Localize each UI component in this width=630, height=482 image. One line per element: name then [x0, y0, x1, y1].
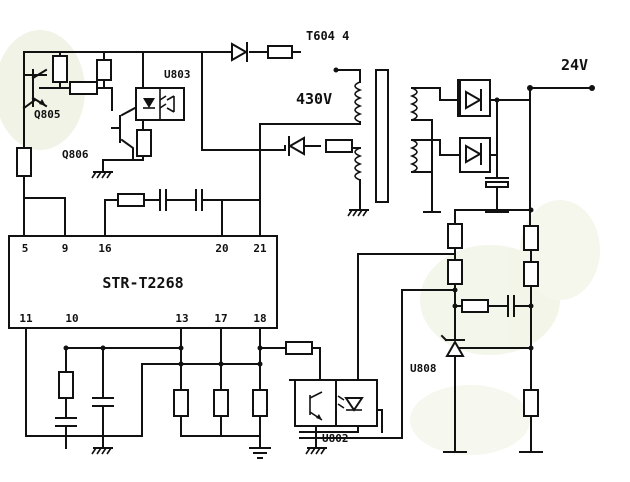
ic-pin-11: 11: [19, 312, 33, 325]
ground-u802: [305, 447, 327, 455]
ic-pin-9: 9: [62, 242, 69, 255]
label-u803: U803: [164, 68, 191, 81]
label-t604: T604 4: [306, 29, 349, 43]
resistor-pin18: [252, 389, 268, 417]
diode-feedback: [287, 136, 305, 156]
resistor-r4: [96, 59, 112, 81]
label-24v: 24V: [561, 56, 588, 74]
ground-q806: [91, 171, 113, 179]
transistor-q805: [31, 68, 48, 108]
shunt-regulator-u808: [440, 334, 465, 357]
pin-13-17-18-network: [65, 327, 321, 449]
resistor-r3: [69, 81, 98, 95]
label-q805: Q805: [34, 108, 61, 121]
ic-pin-10: 10: [65, 312, 78, 325]
ic-pin-21: 21: [253, 242, 267, 255]
ic-pin-16: 16: [98, 242, 112, 255]
resistor-r1: [16, 147, 32, 177]
resistor-div5: [523, 389, 539, 417]
ic-pin-13: 13: [175, 312, 188, 325]
resistor-u802: [285, 341, 313, 355]
pin16-rc-network: [104, 123, 261, 237]
optocoupler-u802: [289, 379, 383, 449]
resistor-pin17: [213, 389, 229, 417]
ic-pin-18: 18: [253, 312, 266, 325]
ic-str-t2268: STR-T2268 5 9 16 20 21 11 10 13 17 18: [8, 235, 278, 329]
ground-bottom-left: [91, 447, 113, 455]
resistor-div4: [523, 261, 539, 287]
bottom-left-network: [25, 327, 182, 449]
resistor-r5: [136, 129, 152, 157]
resistor-div1: [447, 223, 463, 249]
label-q806: Q806: [62, 148, 89, 161]
ground-chassis: [249, 447, 271, 459]
ic-name-label: STR-T2268: [102, 274, 183, 292]
ground-transformer: [347, 209, 369, 217]
ic-pin-20: 20: [215, 242, 228, 255]
diode-top: [231, 42, 249, 62]
resistor-pin13: [173, 389, 189, 417]
resistor-r2: [52, 55, 68, 83]
ic-pin-17: 17: [214, 312, 227, 325]
resistor-pin10: [58, 371, 74, 399]
label-430v: 430V: [296, 90, 332, 108]
rectifier-diode-bottom: [459, 137, 491, 173]
resistor-top: [267, 45, 293, 59]
resistor-div2: [447, 259, 463, 285]
ic-pin-5: 5: [22, 242, 29, 255]
transformer: [259, 67, 441, 213]
label-u808: U808: [410, 362, 437, 375]
rectifier-diode-top: [457, 79, 491, 117]
ic-body: [8, 235, 278, 329]
label-u802: U802: [322, 432, 349, 445]
optocoupler-u803: [135, 87, 185, 121]
top-left-wiring: [22, 51, 301, 237]
resistor-div3: [523, 225, 539, 251]
divider-wiring: [299, 207, 543, 453]
resistor-feedback: [325, 139, 353, 153]
output-rectifier: [439, 85, 595, 227]
